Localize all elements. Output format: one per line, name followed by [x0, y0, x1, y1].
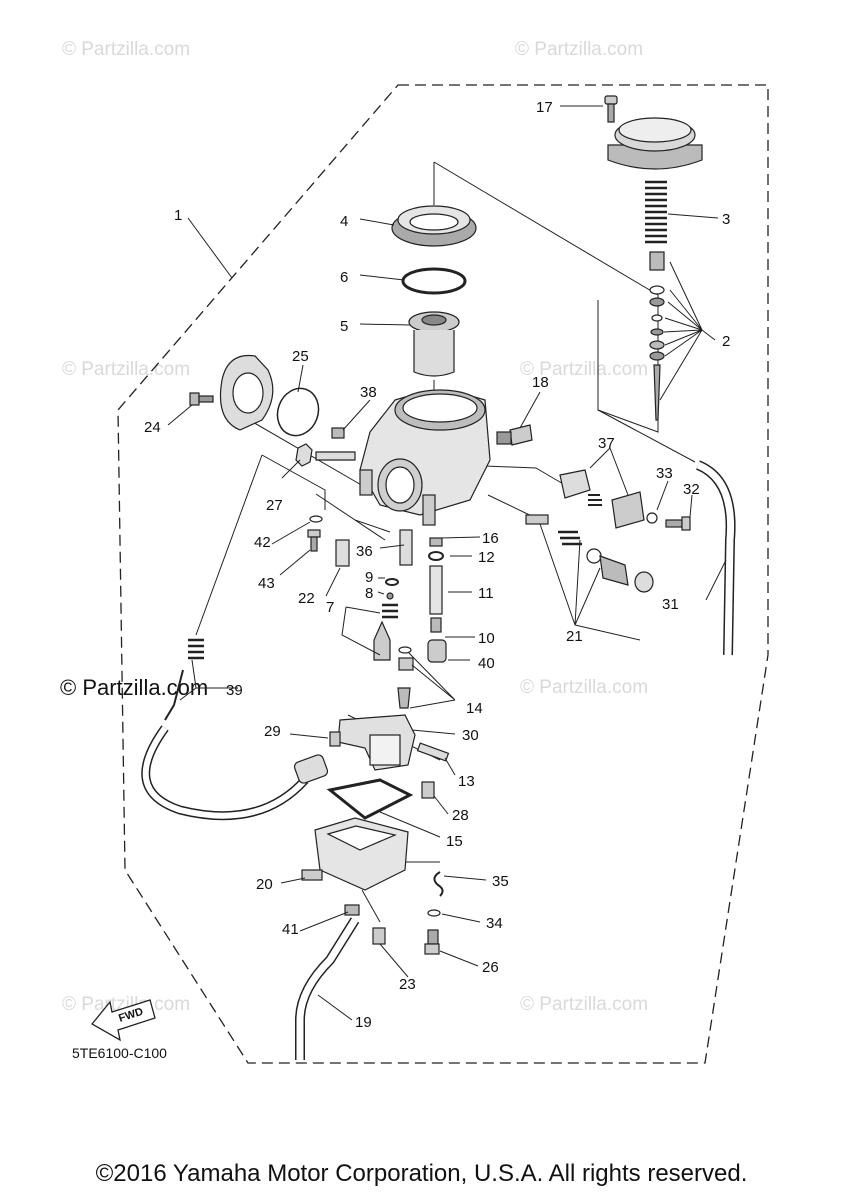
callout-18: 18: [532, 374, 549, 391]
callout-42: 42: [254, 534, 271, 551]
part-fitting-22: [335, 539, 350, 567]
watermark: © Partzilla.com: [515, 39, 643, 60]
part-jet-stack: [427, 537, 447, 663]
callout-15: 15: [446, 833, 463, 850]
callout-5: 5: [340, 318, 348, 335]
part-spring-3: [645, 180, 667, 244]
callout-38: 38: [360, 384, 377, 401]
parts: [141, 95, 736, 1060]
callout-6: 6: [340, 269, 348, 286]
assembly-boundary: [117, 84, 769, 1064]
part-float-bowl: [314, 817, 409, 891]
callout-35: 35: [492, 873, 509, 890]
callout-19: 19: [355, 1014, 372, 1031]
callouts: 1 2 3 4 5 6 7 8 9 10 11 12 13 14 15 16 1…: [144, 99, 730, 1031]
part-screw-20: [301, 869, 323, 881]
part-piston-valve-5: [408, 311, 460, 377]
copyright-footer: ©2016 Yamaha Motor Corporation, U.S.A. A…: [95, 1160, 748, 1187]
part-o-ring-6: [401, 267, 467, 295]
part-gasket-25: [276, 387, 320, 437]
callout-13: 13: [458, 773, 475, 790]
callout-21: 21: [566, 628, 583, 645]
callout-4: 4: [340, 213, 348, 230]
callout-33: 33: [656, 465, 673, 482]
watermark: © Partzilla.com: [520, 994, 648, 1015]
callout-27: 27: [266, 497, 283, 514]
part-screw-29: [329, 731, 341, 747]
part-screw-43: [307, 529, 321, 552]
part-cable-39: [141, 638, 329, 821]
callout-36: 36: [356, 543, 373, 560]
part-clamp-41: [344, 904, 360, 916]
part-screw-24: [189, 392, 214, 406]
part-float-valve-14: [397, 646, 414, 709]
callout-26: 26: [482, 959, 499, 976]
part-screw-32: [665, 516, 691, 531]
callout-29: 29: [264, 723, 281, 740]
callout-41: 41: [282, 921, 299, 938]
part-diaphragm-4: [391, 205, 477, 247]
part-needle-set-7: [373, 578, 399, 661]
callout-24: 24: [144, 419, 161, 436]
part-nut-27: [295, 443, 313, 467]
part-fitting-36: [399, 529, 413, 566]
part-pilot-screw-21: [525, 514, 654, 593]
callout-16: 16: [482, 530, 499, 547]
callout-30: 30: [462, 727, 479, 744]
callout-40: 40: [478, 655, 495, 672]
callout-25: 25: [292, 348, 309, 365]
watermark: © Partzilla.com: [520, 677, 648, 698]
callout-12: 12: [478, 549, 495, 566]
watermark: © Partzilla.com: [62, 994, 190, 1015]
part-screw-28: [421, 781, 435, 799]
callout-17: 17: [536, 99, 553, 116]
callout-34: 34: [486, 915, 503, 932]
part-washer-42: [309, 515, 323, 523]
part-washer-34: [427, 909, 441, 917]
callout-7: 7: [326, 599, 334, 616]
part-carb-body: [359, 389, 491, 526]
part-screw-23: [372, 927, 386, 945]
callout-23: 23: [399, 976, 416, 993]
part-gasket-15: [326, 778, 414, 820]
watermark: © Partzilla.com: [62, 359, 190, 380]
watermark: © Partzilla.com: [520, 359, 648, 380]
part-nipple-18: [496, 424, 533, 446]
callout-37: 37: [598, 435, 615, 452]
callout-10: 10: [478, 630, 495, 647]
part-washer-33: [646, 512, 658, 524]
callout-31: 31: [662, 596, 679, 613]
part-float-30: [337, 714, 416, 771]
watermark-prominent: © Partzilla.com: [60, 675, 208, 700]
callout-2: 2: [722, 333, 730, 350]
callout-1: 1: [174, 207, 182, 224]
callout-3: 3: [722, 211, 730, 228]
part-pin-13: [416, 742, 450, 762]
callout-32: 32: [683, 481, 700, 498]
callout-8: 8: [365, 585, 373, 602]
part-cover-37: [559, 469, 645, 529]
callout-43: 43: [258, 575, 275, 592]
watermarks: © Partzilla.com © Partzilla.com © Partzi…: [60, 39, 648, 1015]
callout-39: 39: [226, 682, 243, 699]
callout-9: 9: [365, 569, 373, 586]
part-clip-35: [433, 871, 444, 897]
fwd-arrow-icon: FWD: [91, 999, 156, 1042]
callout-28: 28: [452, 807, 469, 824]
watermark: © Partzilla.com: [62, 39, 190, 60]
diagram-code: 5TE6100-C100: [72, 1045, 167, 1061]
callout-11: 11: [478, 585, 494, 602]
part-jet-needle-kit-2: [649, 251, 665, 421]
part-screw-17: [604, 95, 618, 123]
callout-22: 22: [298, 590, 315, 607]
callout-leaders: [167, 105, 727, 1021]
part-fitting-38: [315, 427, 356, 461]
callout-20: 20: [256, 876, 273, 893]
part-top-cover: [607, 117, 703, 170]
part-screw-26: [424, 929, 440, 955]
callout-14: 14: [466, 700, 483, 717]
